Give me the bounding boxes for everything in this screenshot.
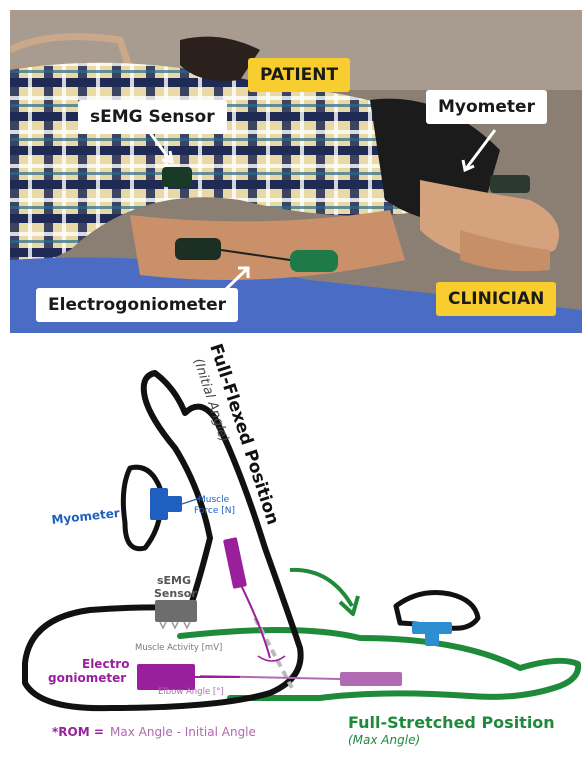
full-flexed-arm-outline [25, 373, 301, 708]
muscle-force-line2: Force [N] [194, 506, 235, 516]
patient-label: PATIENT [248, 58, 350, 92]
diagram-panel: Full-Flexed Position (Initial Angle) Myo… [0, 338, 586, 752]
electro-text-line2: goniometer [48, 671, 126, 685]
rom-label: *ROM = [52, 725, 104, 739]
myometer-label: Myometer [426, 90, 547, 124]
goniometer-stretched [340, 672, 402, 686]
elbow-angle-text: Elbow Angle [°] [158, 687, 224, 697]
photo-semg-sensor [162, 167, 192, 187]
full-stretched-subtitle: (Max Angle) [348, 733, 420, 747]
electro-text-line1: Electro [82, 657, 129, 671]
electrogoniometer-label: Electrogoniometer [36, 288, 238, 322]
full-stretched-title: Full-Stretched Position [348, 713, 555, 732]
muscle-activity-text: Muscle Activity [mV] [135, 643, 222, 653]
muscle-force-line1: Muscle [198, 495, 230, 505]
rom-formula: Max Angle - Initial Angle [110, 725, 256, 739]
semg-text-line1: sEMG [157, 574, 191, 587]
arm-diagram: Full-Flexed Position (Initial Angle) Myo… [0, 338, 586, 752]
photo-goniometer-right [290, 250, 338, 272]
goniometer-flexed [223, 537, 247, 589]
photo-goniometer-left [175, 238, 221, 260]
myometer-text: Myometer [51, 506, 121, 527]
motion-arrow [290, 570, 352, 606]
clinician-label: CLINICIAN [436, 282, 556, 316]
photo-myometer-device [490, 175, 530, 193]
photo-panel: PATIENT CLINICIAN sEMG Sensor Myometer E… [10, 10, 582, 333]
semg-text-line2: Sensor [154, 587, 197, 600]
full-stretched-arm-outline [180, 630, 578, 698]
semg-sensor-label: sEMG Sensor [78, 100, 227, 134]
semg-sensor-block [155, 600, 197, 622]
